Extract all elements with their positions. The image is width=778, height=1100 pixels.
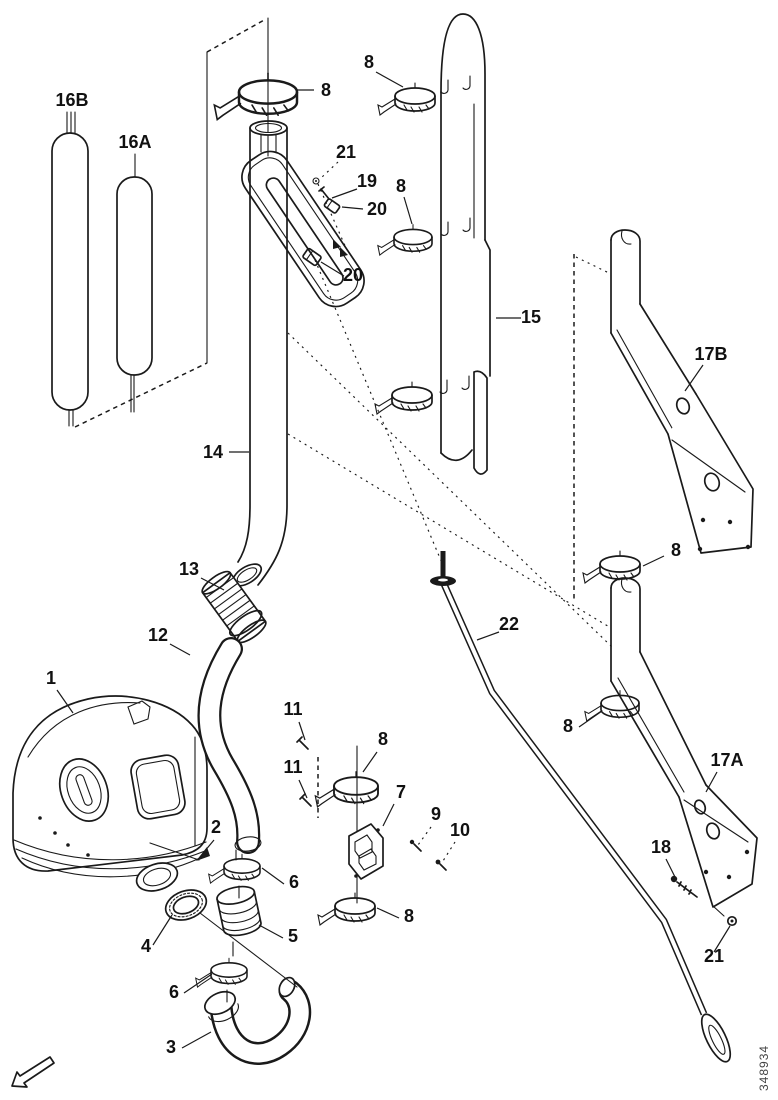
label-8-shield-clamp-top: 8 xyxy=(364,52,374,72)
part-4-gasket-ring xyxy=(164,889,208,921)
label-17B: 17B xyxy=(694,344,727,364)
label-16B: 16B xyxy=(55,90,88,110)
part-14-exhaust-pipe xyxy=(231,120,288,587)
label-3: 3 xyxy=(166,1037,176,1057)
label-14: 14 xyxy=(203,442,223,462)
label-8-hose-clamp-top: 8 xyxy=(378,729,388,749)
label-18: 18 xyxy=(651,837,671,857)
part-21-screw xyxy=(312,177,320,185)
part-16B-muffler-insert xyxy=(51,111,89,427)
alignment-lines xyxy=(74,17,613,648)
label-8-pipe-clamp: 8 xyxy=(321,80,331,100)
label-13: 13 xyxy=(179,559,199,579)
part-17A-support-bracket xyxy=(610,577,758,908)
part-20-spacer-a xyxy=(323,198,341,214)
label-21-nut: 21 xyxy=(704,946,724,966)
label-8-hose-clamp-bottom: 8 xyxy=(404,906,414,926)
part-18-bolt xyxy=(670,875,698,898)
label-1: 1 xyxy=(46,668,56,688)
part-11-screw-b xyxy=(299,793,312,807)
part-10-bolt xyxy=(435,859,447,871)
label-17A: 17A xyxy=(710,750,743,770)
label-11-b: 11 xyxy=(283,757,302,777)
callout-labels: 16B 16A 8 8 21 19 20 20 8 15 17B 8 14 13… xyxy=(46,52,744,1057)
label-8-shield-clamp-mid: 8 xyxy=(396,176,406,196)
label-22: 22 xyxy=(499,614,519,634)
label-5: 5 xyxy=(288,926,298,946)
part-8-clamps xyxy=(213,71,641,926)
leader-lines xyxy=(56,71,731,1049)
label-16A: 16A xyxy=(118,132,151,152)
label-20-a: 20 xyxy=(367,199,387,219)
part-16A-muffler-insert xyxy=(116,153,153,413)
part-19-pin xyxy=(318,186,330,200)
figure-number-watermark: 348934 xyxy=(757,1045,771,1091)
part-1-muffler xyxy=(12,695,208,892)
part-7-clamp-bracket xyxy=(348,823,384,880)
label-8-support-clamp-top: 8 xyxy=(671,540,681,560)
label-10: 10 xyxy=(450,820,470,840)
part-12-intake-hose xyxy=(197,637,262,854)
part-20-spacer-b xyxy=(302,247,322,267)
part-6-clamps xyxy=(194,853,261,988)
label-12: 12 xyxy=(148,625,168,645)
label-2: 2 xyxy=(211,817,221,837)
label-6-a: 6 xyxy=(289,872,299,892)
part-pipe-shield-plate xyxy=(241,150,365,308)
label-9: 9 xyxy=(431,804,441,824)
label-8-support-clamp-bottom: 8 xyxy=(563,716,573,736)
part-22-support-rod xyxy=(430,551,732,1063)
part-3-elbow xyxy=(203,976,312,1065)
part-17B-support-bracket xyxy=(610,229,754,554)
direction-arrow-icon xyxy=(11,1056,55,1088)
part-21-nut xyxy=(712,905,738,927)
part-13-flex-coupling xyxy=(201,570,267,644)
label-21-screw: 21 xyxy=(336,142,356,162)
label-15: 15 xyxy=(521,307,541,327)
label-20-b: 20 xyxy=(343,265,363,285)
label-19: 19 xyxy=(357,171,377,191)
label-7: 7 xyxy=(396,782,406,802)
part-11-screw-a xyxy=(296,736,309,750)
label-11-a: 11 xyxy=(283,699,302,719)
part-9-bolt xyxy=(409,839,422,852)
label-6-b: 6 xyxy=(169,982,179,1002)
part-15-heat-shield xyxy=(439,13,491,475)
label-4: 4 xyxy=(141,936,151,956)
